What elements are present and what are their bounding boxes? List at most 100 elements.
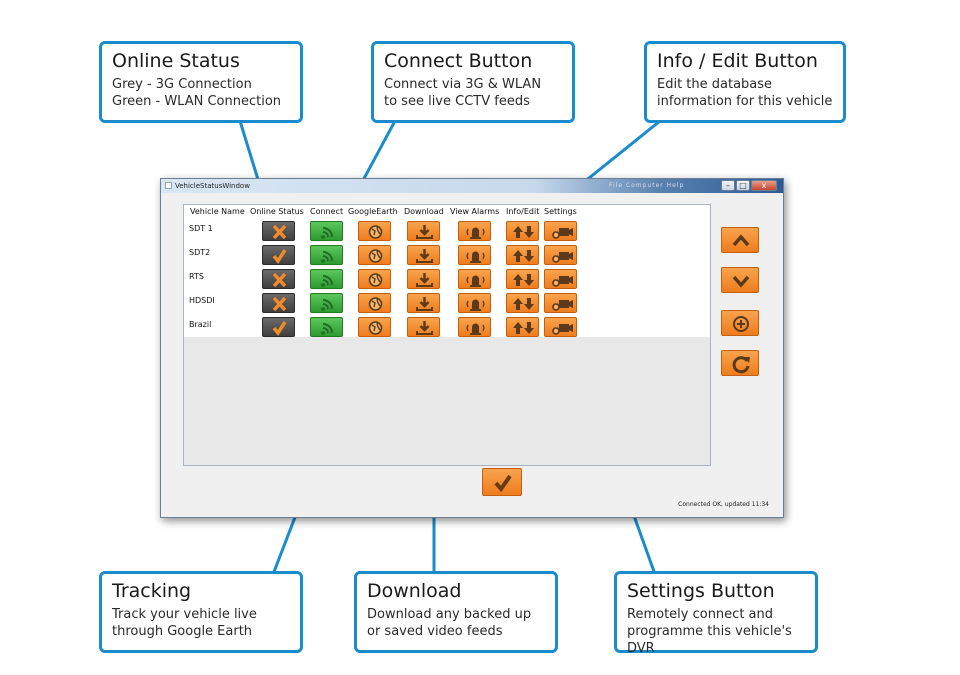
refresh-button[interactable] xyxy=(721,350,759,376)
download-button[interactable] xyxy=(407,221,440,241)
info-edit-button[interactable] xyxy=(506,293,539,313)
view-alarms-button[interactable] xyxy=(458,245,491,265)
online-status-indicator xyxy=(262,317,295,337)
globe-icon xyxy=(368,225,383,239)
connect-button[interactable] xyxy=(310,245,343,265)
app-icon xyxy=(165,182,172,189)
download-button[interactable] xyxy=(407,269,440,289)
window-titlebar[interactable]: VehicleStatusWindow File Computer Help –… xyxy=(161,179,783,193)
online-status-indicator xyxy=(262,293,295,313)
download-button[interactable] xyxy=(407,317,440,337)
callout-desc-line2: programme this vehicle's DVR xyxy=(627,624,792,656)
globe-icon xyxy=(368,321,383,335)
online-status-indicator xyxy=(262,221,295,241)
callout-desc-line1: Edit the database xyxy=(657,77,773,92)
callout-desc-line2: or saved video feeds xyxy=(367,624,503,639)
column-header-online-status[interactable]: Online Status xyxy=(250,207,304,216)
download-icon xyxy=(416,297,433,311)
up-down-arrows-icon xyxy=(513,226,534,238)
column-header-connect[interactable]: Connect xyxy=(310,207,344,216)
camera-gear-icon xyxy=(552,228,573,239)
callout-connect-button: Connect Button Connect via 3G & WLAN to … xyxy=(371,41,575,123)
callout-title: Connect Button xyxy=(384,50,533,72)
callout-title: Online Status xyxy=(112,50,240,72)
settings-button[interactable] xyxy=(544,317,577,337)
info-edit-button[interactable] xyxy=(506,269,539,289)
add-vehicle-button[interactable] xyxy=(721,310,759,336)
connect-button[interactable] xyxy=(310,293,343,313)
view-alarms-button[interactable] xyxy=(458,221,491,241)
callout-download: Download Download any backed up or saved… xyxy=(354,571,558,653)
settings-button[interactable] xyxy=(544,293,577,313)
vehicle-name: SDT2 xyxy=(189,248,211,257)
settings-button[interactable] xyxy=(544,221,577,241)
google-earth-button[interactable] xyxy=(358,269,391,289)
callout-desc-line2: through Google Earth xyxy=(112,624,253,639)
column-header-download[interactable]: Download xyxy=(404,207,444,216)
scroll-down-button[interactable] xyxy=(721,267,759,293)
callout-title: Info / Edit Button xyxy=(657,50,818,72)
google-earth-button[interactable] xyxy=(358,293,391,313)
minimize-button[interactable]: – xyxy=(721,180,735,191)
view-alarms-button[interactable] xyxy=(458,293,491,313)
wifi-signal-icon xyxy=(321,275,333,287)
callout-online-status: Online Status Grey - 3G Connection Green… xyxy=(99,41,303,123)
connect-button[interactable] xyxy=(310,221,343,241)
plus-circle-icon xyxy=(733,316,749,332)
vehicle-name: HDSDI xyxy=(189,296,215,305)
settings-button[interactable] xyxy=(544,245,577,265)
connection-status-text: Connected OK, updated 11:34 xyxy=(678,501,769,508)
globe-icon xyxy=(368,297,383,311)
column-header-info-edit[interactable]: Info/Edit xyxy=(506,207,540,216)
wifi-signal-icon xyxy=(321,323,333,335)
cross-icon xyxy=(272,272,287,288)
view-alarms-button[interactable] xyxy=(458,269,491,289)
callout-title: Tracking xyxy=(112,580,192,602)
column-header-settings[interactable]: Settings xyxy=(544,207,577,216)
connect-button[interactable] xyxy=(310,269,343,289)
column-header-view-alarms[interactable]: View Alarms xyxy=(450,207,500,216)
up-down-arrows-icon xyxy=(513,322,534,334)
ok-button[interactable] xyxy=(482,468,522,496)
alarm-bell-icon xyxy=(466,251,485,263)
cross-icon xyxy=(272,224,287,240)
info-edit-button[interactable] xyxy=(506,245,539,265)
google-earth-button[interactable] xyxy=(358,317,391,337)
column-header-google-earth[interactable]: GoogleEarth xyxy=(348,207,398,216)
google-earth-button[interactable] xyxy=(358,245,391,265)
camera-gear-icon xyxy=(552,276,573,287)
info-edit-button[interactable] xyxy=(506,221,539,241)
callout-settings-button: Settings Button Remotely connect and pro… xyxy=(614,571,818,656)
download-button[interactable] xyxy=(407,293,440,313)
callout-desc-line1: Download any backed up xyxy=(367,607,532,622)
vehicle-name: Brazil xyxy=(189,320,212,329)
camera-gear-icon xyxy=(552,252,573,263)
online-status-indicator xyxy=(262,269,295,289)
alarm-bell-icon xyxy=(466,323,485,335)
connect-button[interactable] xyxy=(310,317,343,337)
settings-button[interactable] xyxy=(544,269,577,289)
callout-desc-line1: Grey - 3G Connection xyxy=(112,77,252,92)
close-button[interactable]: x xyxy=(751,180,777,191)
google-earth-button[interactable] xyxy=(358,221,391,241)
check-icon xyxy=(494,474,512,493)
maximize-button[interactable]: □ xyxy=(736,180,750,191)
callout-title: Settings Button xyxy=(627,580,775,602)
column-header-vehicle-name[interactable]: Vehicle Name xyxy=(190,207,245,216)
info-edit-button[interactable] xyxy=(506,317,539,337)
window-menu-text[interactable]: File Computer Help xyxy=(609,182,685,189)
alarm-bell-icon xyxy=(466,275,485,287)
callout-desc-line2: information for this vehicle xyxy=(657,94,833,109)
window-title: VehicleStatusWindow xyxy=(175,182,250,190)
vehicle-name: SDT 1 xyxy=(189,224,213,233)
vehicle-grid: Vehicle Name Online Status Connect Googl… xyxy=(183,204,711,466)
download-button[interactable] xyxy=(407,245,440,265)
vehicle-status-window: VehicleStatusWindow File Computer Help –… xyxy=(160,178,784,518)
view-alarms-button[interactable] xyxy=(458,317,491,337)
alarm-bell-icon xyxy=(466,299,485,311)
download-icon xyxy=(416,225,433,239)
refresh-icon xyxy=(732,356,750,374)
callout-desc-line1: Remotely connect and xyxy=(627,607,774,622)
scroll-up-button[interactable] xyxy=(721,227,759,253)
globe-icon xyxy=(368,273,383,287)
